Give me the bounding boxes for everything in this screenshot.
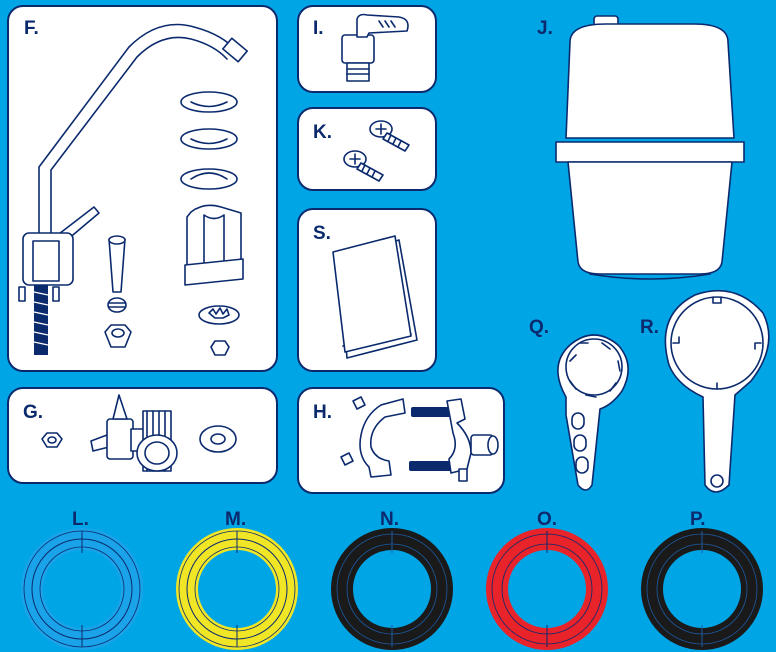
drain-clamp-icon xyxy=(340,396,499,482)
label-g: G. xyxy=(23,402,44,423)
label-f: F. xyxy=(24,18,39,39)
label-l: L. xyxy=(72,509,89,530)
storage-tank-icon xyxy=(555,15,745,280)
tank-valve-icon xyxy=(341,13,409,82)
blue-tubing-icon xyxy=(21,528,143,650)
drain-clamp-panel: H. xyxy=(297,387,505,494)
label-n: N. xyxy=(380,509,399,530)
tank-valve-panel: I. xyxy=(297,5,437,93)
red-tubing-icon xyxy=(486,528,608,650)
faucet-kit-panel: F. xyxy=(7,5,278,372)
label-p: P. xyxy=(690,509,706,530)
label-h: H. xyxy=(313,402,332,423)
label-q: Q. xyxy=(529,317,550,338)
label-r: R. xyxy=(640,317,659,338)
black-tubing-n-icon xyxy=(331,528,453,650)
manual-icon xyxy=(332,235,418,359)
yellow-tubing-icon xyxy=(176,528,298,650)
faucet-icon xyxy=(18,23,248,356)
label-m: M. xyxy=(225,509,247,530)
label-s: S. xyxy=(313,223,331,244)
feed-valve-icon xyxy=(41,394,237,472)
label-o: O. xyxy=(537,509,558,530)
label-j: J. xyxy=(537,18,553,39)
screws-icon xyxy=(343,120,410,182)
manual-panel: S. xyxy=(297,208,437,372)
feed-valve-panel: G. xyxy=(7,387,278,484)
black-tubing-p-icon xyxy=(641,528,763,650)
small-wrench-icon xyxy=(557,334,629,491)
label-k: K. xyxy=(313,122,332,143)
large-wrench-icon xyxy=(664,289,770,493)
screws-panel: K. xyxy=(297,107,437,191)
label-i: I. xyxy=(313,18,324,39)
